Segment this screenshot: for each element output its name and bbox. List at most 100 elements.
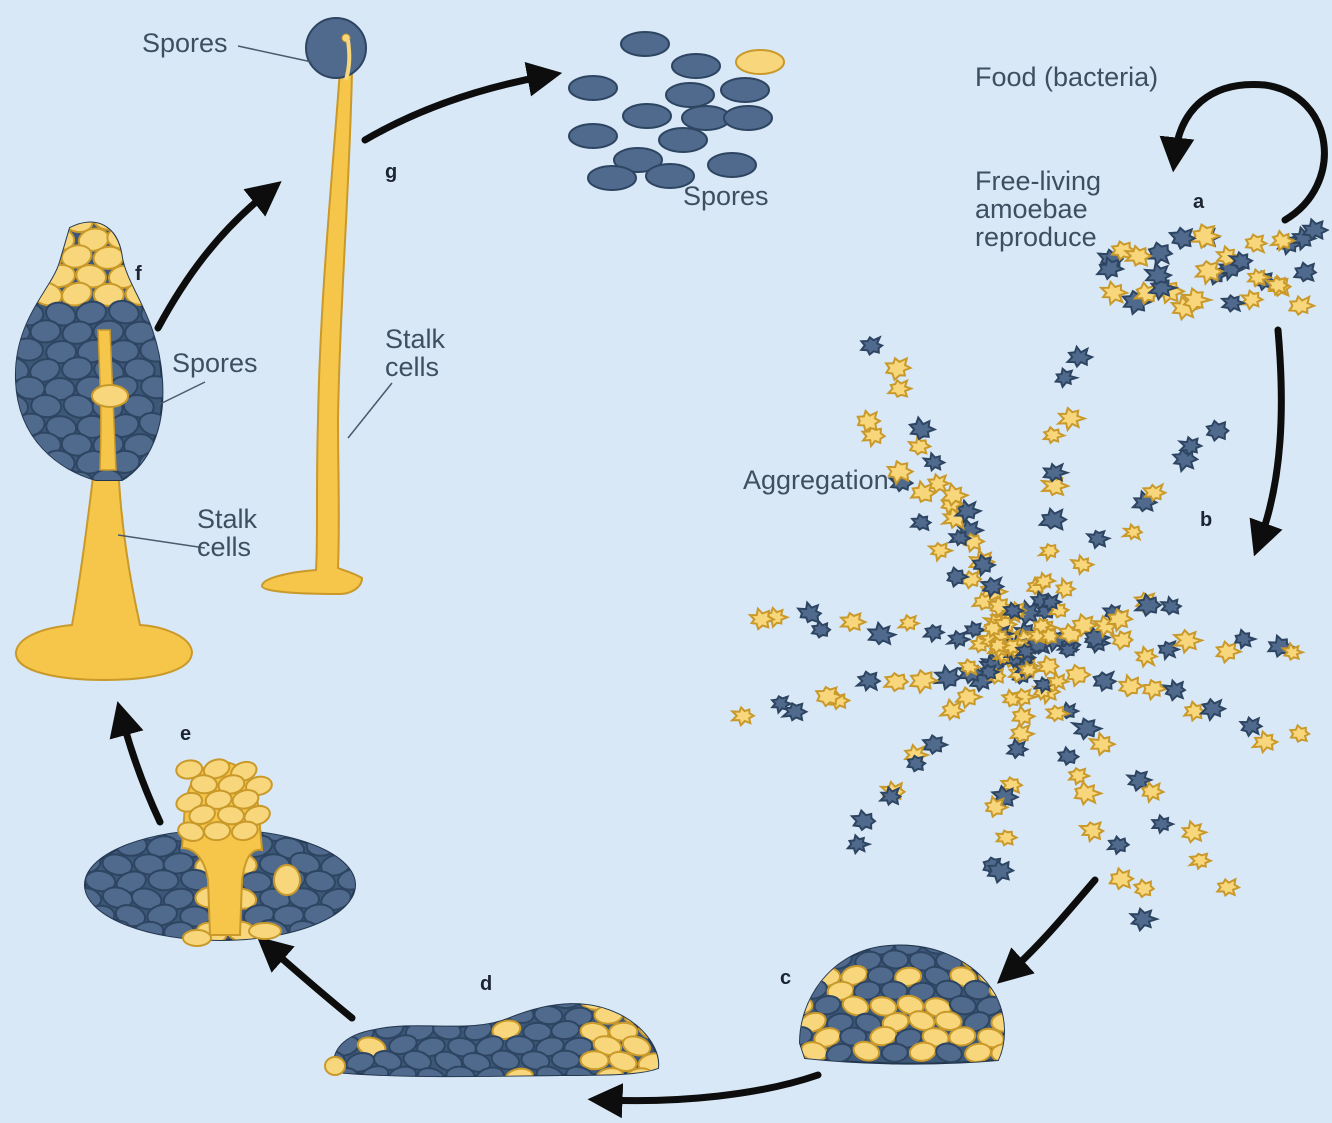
label-aggregation: Aggregation — [743, 465, 889, 495]
amoeba-yellow — [941, 700, 964, 720]
cell — [786, 994, 814, 1015]
amoeba-blue — [1222, 296, 1244, 312]
amoeba-yellow — [909, 437, 930, 454]
cell — [991, 1044, 1017, 1062]
aggregation-streams — [732, 337, 1309, 930]
cell — [0, 284, 29, 307]
amoeba-yellow — [1240, 291, 1262, 309]
culminant-e — [69, 756, 370, 946]
fruiting-body-f — [0, 204, 192, 680]
cell — [69, 919, 101, 943]
amoeba-yellow — [1119, 676, 1142, 697]
label-free-living: Free-living — [975, 166, 1101, 196]
anterior-cell — [325, 1057, 345, 1075]
amoeba-blue — [924, 625, 944, 641]
amoeba-yellow — [732, 707, 754, 725]
cell — [387, 1005, 416, 1025]
cell — [640, 990, 670, 1011]
cell — [490, 987, 522, 1012]
cell — [418, 1005, 447, 1025]
amoeba-yellow — [884, 673, 907, 691]
amoeba-blue — [857, 672, 880, 690]
amoeba-yellow — [1291, 725, 1310, 741]
amoeba-yellow — [1253, 732, 1277, 753]
amoeba-blue — [910, 418, 935, 440]
amoeba-yellow — [1190, 854, 1211, 869]
cell — [315, 1021, 344, 1041]
label-spores-f: Spores — [172, 348, 258, 378]
amoeba-yellow — [1217, 642, 1241, 663]
amoeba-yellow — [929, 543, 952, 560]
cell — [375, 992, 404, 1011]
cell — [358, 1004, 388, 1026]
amoeba-blue — [1056, 369, 1077, 387]
amoeba-yellow — [1143, 680, 1166, 699]
amoeba-yellow — [1123, 525, 1141, 540]
cell — [290, 818, 321, 840]
amoeba-yellow — [1013, 706, 1035, 726]
cell — [69, 820, 100, 842]
amoeba-blue — [1131, 909, 1157, 931]
amoeba-yellow — [858, 411, 880, 431]
amoeba-blue — [1161, 597, 1180, 614]
cell — [98, 816, 133, 844]
label-spores-cluster: Spores — [683, 181, 769, 211]
cell — [344, 987, 376, 1012]
amoeba-blue — [935, 666, 960, 689]
amoeba-yellow — [886, 358, 910, 380]
cell — [0, 431, 31, 456]
cell — [14, 266, 44, 289]
amoeba-blue — [1087, 531, 1109, 548]
amoeba-yellow — [888, 380, 911, 396]
stage-label-a: a — [1193, 191, 1205, 213]
amoeba-yellow — [1069, 768, 1089, 784]
stage-label-f: f — [135, 263, 142, 285]
amoeba-blue — [1235, 630, 1255, 648]
cell — [28, 467, 63, 497]
amoeba-yellow — [1039, 544, 1058, 560]
arrow-b-to-c — [1010, 880, 1095, 972]
amoeba-yellow — [1289, 297, 1314, 315]
amoeba-blue — [1294, 263, 1315, 281]
spore — [621, 32, 669, 56]
amoeba-yellow — [841, 613, 865, 631]
label-spores-top: Spores — [142, 28, 228, 58]
cell — [84, 905, 116, 928]
amoeba-yellow — [1217, 879, 1239, 895]
label-stalk-f-2: cells — [197, 532, 251, 562]
amoeba-blue — [848, 835, 869, 853]
spore — [588, 166, 636, 190]
amoeba-yellow — [750, 609, 774, 629]
cell — [974, 933, 1004, 958]
amoeba-yellow — [1058, 408, 1084, 430]
arrow-d-to-e — [270, 948, 352, 1018]
cell — [882, 1043, 909, 1062]
amoeba-yellow — [1246, 235, 1266, 252]
amoeba-blue — [1068, 347, 1092, 367]
cell — [609, 988, 640, 1012]
amoeba-yellow — [1136, 647, 1157, 666]
cell — [798, 949, 826, 970]
label-stalk-g-1: Stalk — [385, 324, 446, 354]
mound-c — [784, 932, 1020, 1065]
spore — [724, 106, 772, 130]
amoeba-yellow — [997, 831, 1017, 846]
arrow-e-to-f — [122, 718, 160, 822]
cell — [447, 1004, 476, 1024]
slug-d — [315, 986, 670, 1091]
amoeba-yellow — [1080, 823, 1103, 842]
amoeba-blue — [1147, 243, 1172, 265]
spore — [659, 128, 707, 152]
arrow-a-to-b — [1260, 330, 1281, 540]
amoeba-yellow — [1075, 782, 1101, 804]
cell — [552, 989, 581, 1008]
cell — [148, 869, 179, 891]
spore — [666, 83, 714, 107]
spore — [569, 76, 617, 100]
arrow-g-to-spores — [365, 76, 545, 140]
amoeba-blue — [1201, 699, 1225, 720]
cell — [785, 933, 815, 957]
cell — [107, 226, 138, 249]
